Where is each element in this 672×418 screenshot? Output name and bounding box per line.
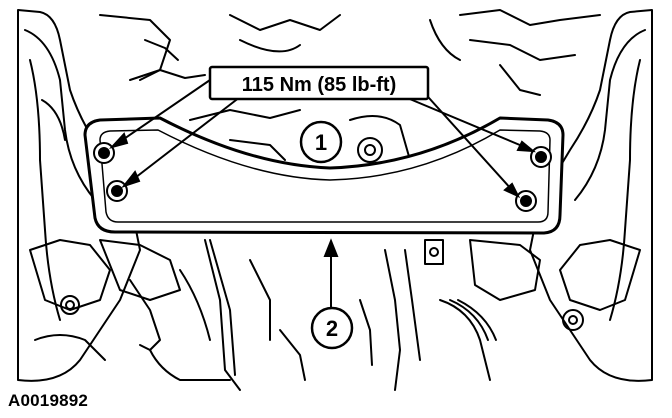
crossmember <box>83 116 565 235</box>
bolts <box>93 142 552 212</box>
bolt-upper-right <box>530 146 552 168</box>
bolt-upper-left <box>93 142 115 164</box>
callout-1: 1 <box>299 120 343 164</box>
torque-callout: 115 Nm (85 lb-ft) <box>208 65 430 101</box>
callout-2: 2 <box>310 306 354 350</box>
figure-reference-id: A0019892 <box>8 391 89 410</box>
bolt-lower-left <box>106 180 128 202</box>
chassis-line-art <box>17 9 653 391</box>
callout-1-number: 1 <box>315 130 327 155</box>
torque-spec-label: 115 Nm (85 lb-ft) <box>242 74 396 96</box>
leader-lines <box>108 79 537 308</box>
callout-2-number: 2 <box>326 316 338 341</box>
bolt-lower-right <box>515 190 537 212</box>
